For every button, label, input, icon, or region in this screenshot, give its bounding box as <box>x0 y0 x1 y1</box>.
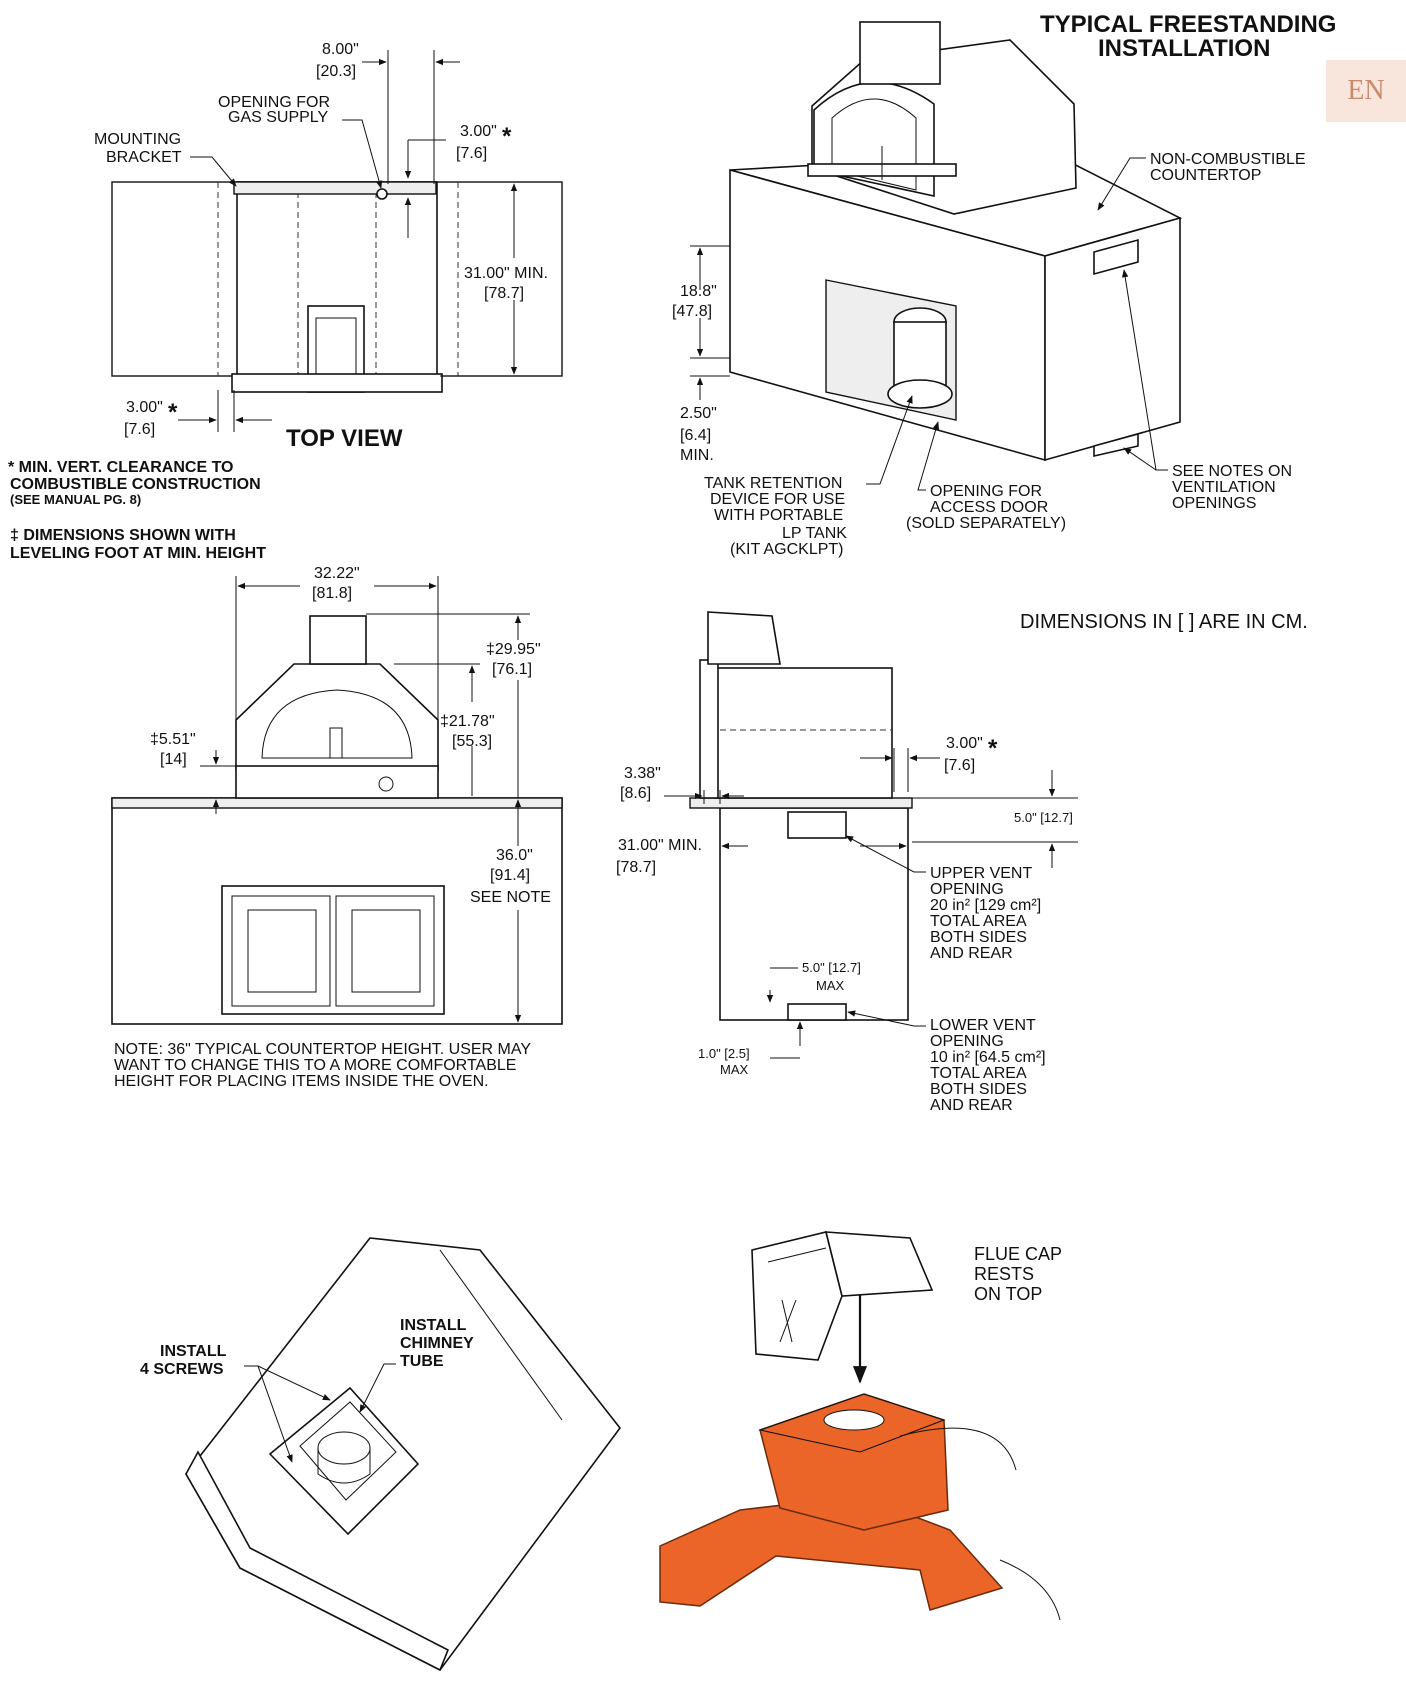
top-view-title: TOP VIEW <box>286 425 403 452</box>
language-badge[interactable]: EN <box>1326 60 1406 122</box>
tank-retention-line3: WITH PORTABLE <box>714 507 843 524</box>
access-door-line1: OPENING FOR <box>930 483 1042 500</box>
clearance-note-line2: COMBUSTIBLE CONSTRUCTION <box>10 476 261 493</box>
side-dim-7-6-label: [7.6] <box>944 757 975 774</box>
dim-55-3-label: [55.3] <box>452 733 492 750</box>
side-dim-5-0-label: 5.0" [12.7] <box>1014 810 1073 825</box>
side-clearance-star: * <box>988 735 998 762</box>
dim-20-3-label: [20.3] <box>316 63 356 80</box>
flue-cap-view: FLUE CAP RESTS ON TOP <box>659 1231 1062 1621</box>
install-chimney-line1: INSTALL <box>400 1317 467 1334</box>
clearance-star-left: * <box>168 399 178 426</box>
dim-78-7-label: [78.7] <box>484 285 524 302</box>
leveling-note-line2: LEVELING FOOT AT MIN. HEIGHT <box>10 545 266 562</box>
min-label: MIN. <box>680 447 714 464</box>
dim-29-95-label: ‡29.95" <box>486 641 541 658</box>
units-note: DIMENSIONS IN [ ] ARE IN CM. <box>1020 611 1308 633</box>
chimney-install-view: INSTALL 4 SCREWS INSTALL CHIMNEY TUBE <box>140 1237 622 1672</box>
upper-vent-line1: UPPER VENT <box>930 865 1032 882</box>
upper-vent-line3: 20 in² [129 cm²] <box>930 897 1041 914</box>
upper-vent-line4: TOTAL AREA <box>930 913 1027 930</box>
install-chimney-line2: CHIMNEY <box>400 1335 474 1352</box>
dim-14-label: [14] <box>160 751 187 768</box>
dim-8-label: 8.00" <box>322 41 359 58</box>
side-dim-8-6-label: [8.6] <box>620 785 651 802</box>
upper-vent-line5: BOTH SIDES <box>930 929 1027 946</box>
side-dim-78-7-label: [78.7] <box>616 859 656 876</box>
lower-vent-line2: OPENING <box>930 1033 1004 1050</box>
side-dim-3-label: 3.00" <box>946 735 983 752</box>
dim-3-left-label: 3.00" <box>126 399 163 416</box>
dim-32-22-label: 32.22" <box>314 565 360 582</box>
clearance-note-line3: (SEE MANUAL PG. 8) <box>10 492 141 507</box>
access-door-line3: (SOLD SEPARATELY) <box>906 515 1066 532</box>
dim-21-78-label: ‡21.78" <box>440 713 495 730</box>
dim-31-label: 31.00" MIN. <box>464 265 548 282</box>
countertop-line1: NON-COMBUSTIBLE <box>1150 151 1306 168</box>
max-label-1: MAX <box>816 978 845 993</box>
flue-cap-line3: ON TOP <box>974 1284 1042 1304</box>
tank-retention-line4: LP TANK <box>782 525 847 542</box>
install-screws-line1: INSTALL <box>160 1343 227 1360</box>
gas-supply-line2: GAS SUPPLY <box>228 109 329 126</box>
freestanding-title-line2: INSTALLATION <box>1098 35 1270 62</box>
dim-81-8-label: [81.8] <box>312 585 352 602</box>
leveling-note-line1: ‡ DIMENSIONS SHOWN WITH <box>10 527 236 544</box>
lower-vent-line4: TOTAL AREA <box>930 1065 1027 1082</box>
countertop-note-line1: NOTE: 36" TYPICAL COUNTERTOP HEIGHT. USE… <box>114 1041 531 1058</box>
mounting-bracket-line1: MOUNTING <box>94 131 181 148</box>
freestanding-title-line1: TYPICAL FREESTANDING <box>1040 11 1336 38</box>
side-dim-3-38-label: 3.38" <box>624 765 661 782</box>
lower-vent-line1: LOWER VENT <box>930 1017 1036 1034</box>
side-view: 3.00" * [7.6] 3.38" [8.6] 5.0" [12.7] 31… <box>616 611 1078 1114</box>
see-note-label: SEE NOTE <box>470 889 551 906</box>
dim-47-8-label: [47.8] <box>672 303 712 320</box>
clearance-note-line1: * MIN. VERT. CLEARANCE TO <box>8 459 234 476</box>
dim-3-top-label: 3.00" <box>460 123 497 140</box>
upper-vent-line2: OPENING <box>930 881 1004 898</box>
dim-76-1-label: [76.1] <box>492 661 532 678</box>
notes: * MIN. VERT. CLEARANCE TO COMBUSTIBLE CO… <box>8 459 1308 633</box>
dim-5-51-label: ‡5.51" <box>150 731 196 748</box>
dim-91-4-label: [91.4] <box>490 867 530 884</box>
countertop-note-line3: HEIGHT FOR PLACING ITEMS INSIDE THE OVEN… <box>114 1073 489 1090</box>
clearance-star-top: * <box>502 123 512 150</box>
lower-vent-line3: 10 in² [64.5 cm²] <box>930 1049 1046 1066</box>
dim-18-8-label: 18.8" <box>680 283 717 300</box>
mounting-bracket-line2: BRACKET <box>106 149 182 166</box>
vent-notes-line1: SEE NOTES ON <box>1172 463 1292 480</box>
vent-notes-line3: OPENINGS <box>1172 495 1256 512</box>
countertop-note-line2: WANT TO CHANGE THIS TO A MORE COMFORTABL… <box>114 1057 516 1074</box>
flue-cap-line2: RESTS <box>974 1264 1034 1284</box>
upper-vent-line6: AND REAR <box>930 945 1013 962</box>
lower-vent-line5: BOTH SIDES <box>930 1081 1027 1098</box>
side-dim-5-0-max-label: 5.0" [12.7] <box>802 960 861 975</box>
side-dim-1-0-label: 1.0" [2.5] <box>698 1046 750 1061</box>
dim-7-6-top-label: [7.6] <box>456 145 487 162</box>
vent-notes-line2: VENTILATION <box>1172 479 1276 496</box>
side-dim-31-label: 31.00" MIN. <box>618 837 702 854</box>
front-view: 32.22" [81.8] ‡29.95" [76.1] ‡21.78" [55… <box>111 565 563 1090</box>
tank-retention-line2: DEVICE FOR USE <box>710 491 845 508</box>
dim-7-6-left-label: [7.6] <box>124 421 155 438</box>
install-screws-line2: 4 SCREWS <box>140 1361 224 1378</box>
freestanding-view: TYPICAL FREESTANDING INSTALLATION 18.8" … <box>672 11 1336 558</box>
flue-cap-line1: FLUE CAP <box>974 1244 1062 1264</box>
dim-2-50-label: 2.50" <box>680 405 717 422</box>
top-view: 8.00" [20.3] OPENING FOR GAS SUPPLY MOUN… <box>94 41 563 452</box>
dim-6-4-label: [6.4] <box>680 427 711 444</box>
dim-36-label: 36.0" <box>496 847 533 864</box>
tank-retention-line5: (KIT AGCKLPT) <box>730 541 844 558</box>
tank-retention-line1: TANK RETENTION <box>704 475 842 492</box>
max-label-2: MAX <box>720 1062 749 1077</box>
countertop-line2: COUNTERTOP <box>1150 167 1261 184</box>
lower-vent-line6: AND REAR <box>930 1097 1013 1114</box>
access-door-line2: ACCESS DOOR <box>930 499 1048 516</box>
gas-supply-line1: OPENING FOR <box>218 94 330 111</box>
install-chimney-line3: TUBE <box>400 1353 444 1370</box>
